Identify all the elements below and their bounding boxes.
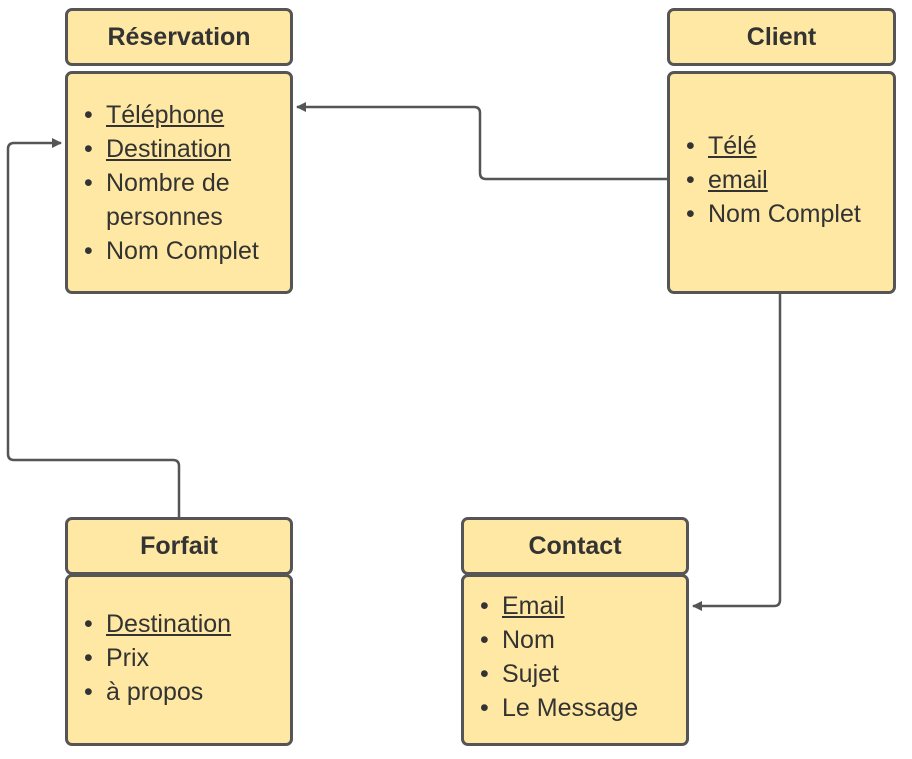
attribute-key-telephone: Téléphone: [106, 101, 225, 129]
attribute-item: à propos: [84, 675, 284, 709]
attribute-list: Téléphone Destination Nombre de personne…: [84, 98, 284, 268]
attribute-sujet: Sujet: [502, 660, 559, 688]
entity-client-title: Client: [667, 8, 896, 66]
attribute-prix: Prix: [106, 644, 150, 672]
entity-client: Client Télé email Nom Complet: [667, 8, 896, 294]
attribute-item: Destination: [84, 132, 284, 166]
connector-client-to-reservation: [296, 102, 667, 181]
entity-reservation-title: Réservation: [65, 8, 293, 66]
attribute-nom-complet: Nom Complet: [708, 200, 861, 228]
attribute-list: Email Nom Sujet Le Message: [480, 589, 680, 725]
attribute-item: Destination: [84, 607, 284, 641]
attribute-nom: Nom: [502, 626, 555, 654]
entity-forfait: Forfait Destination Prix à propos: [65, 517, 293, 746]
attribute-nom-complet: Nom Complet: [106, 237, 259, 265]
entity-reservation-body: Téléphone Destination Nombre de personne…: [65, 71, 293, 294]
connector-forfait-to-reservation: [6, 138, 181, 517]
entity-reservation: Réservation Téléphone Destination Nombre…: [65, 8, 293, 294]
entity-client-body: Télé email Nom Complet: [667, 71, 896, 294]
attribute-item: email: [686, 163, 887, 197]
attribute-list: Télé email Nom Complet: [686, 129, 887, 231]
attribute-item: Téléphone: [84, 98, 284, 132]
attribute-key-tele: Télé: [708, 132, 757, 160]
attribute-key-email: email: [708, 166, 768, 194]
entity-contact-body: Email Nom Sujet Le Message: [461, 574, 689, 746]
attribute-item: Nom: [480, 623, 680, 657]
attribute-item: Sujet: [480, 657, 680, 691]
connector-client-to-contact: [692, 294, 782, 611]
attribute-key-email: Email: [502, 592, 565, 620]
attribute-le-message: Le Message: [502, 694, 639, 722]
attribute-item: Nom Complet: [686, 197, 887, 231]
attribute-item: Prix: [84, 641, 284, 675]
attribute-item: Télé: [686, 129, 887, 163]
entity-forfait-body: Destination Prix à propos: [65, 574, 293, 746]
attribute-item: Le Message: [480, 691, 680, 725]
attribute-nombre-de-personnes: Nombre de personnes: [106, 169, 230, 231]
attribute-a-propos: à propos: [106, 678, 204, 706]
attribute-item: Email: [480, 589, 680, 623]
entity-forfait-title: Forfait: [65, 517, 293, 575]
attribute-item: Nom Complet: [84, 234, 284, 268]
attribute-key-destination: Destination: [106, 610, 232, 638]
attribute-item: Nombre de personnes: [84, 166, 284, 234]
attribute-list: Destination Prix à propos: [84, 607, 284, 709]
attribute-key-destination: Destination: [106, 135, 232, 163]
entity-contact-title: Contact: [461, 517, 689, 575]
entity-contact: Contact Email Nom Sujet Le Message: [461, 517, 689, 746]
